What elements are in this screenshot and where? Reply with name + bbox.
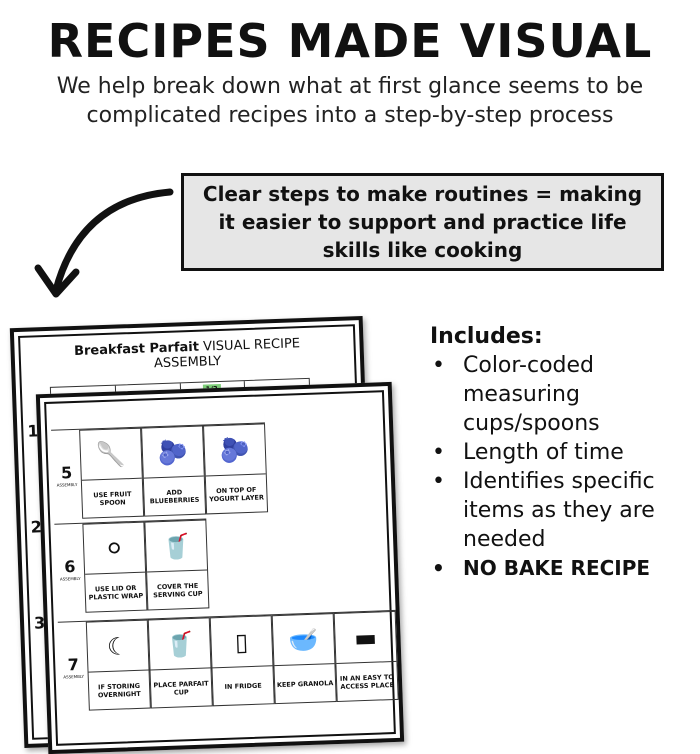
blueberries-icon: 🫐 xyxy=(142,426,204,479)
includes-item: Length of time xyxy=(430,438,680,467)
step-label: ASSEMBLY xyxy=(56,481,78,488)
recipe-step-cell: 🥣 KEEP GRANOLA xyxy=(271,613,337,705)
granola-icon: 🥣 xyxy=(272,614,335,667)
fridge-icon: ▯ xyxy=(210,616,273,669)
sheet-subtitle: ASSEMBLY xyxy=(153,353,222,372)
shelf-icon: ▬ xyxy=(334,611,397,664)
recipe-step-cell: ☾ IF STORING OVERNIGHT xyxy=(85,619,151,711)
recipe-step-cell: 🥤 PLACE PARFAIT CUP xyxy=(147,617,213,709)
subtitle: We help break down what at first glance … xyxy=(0,72,700,130)
recipe-step-cell: 🫐 ADD BLUEBERRIES xyxy=(141,425,207,517)
subtitle-line: complicated recipes into a step-by-step … xyxy=(86,103,614,128)
recipe-step-cell: 🥤 COVER THE SERVING CUP xyxy=(144,519,210,611)
spoon-icon: 🥄 xyxy=(80,428,142,481)
recipe-step-cell: 🫐 ON TOP OF YOGURT LAYER xyxy=(203,423,269,515)
subtitle-line: We help break down what at first glance … xyxy=(56,74,644,99)
lid-wrap-icon: ⚪ xyxy=(83,522,146,575)
recipe-step-cell: ⚪ USE LID OR PLASTIC WRAP xyxy=(82,521,148,613)
yogurt-icon: 🫐 xyxy=(204,424,266,477)
cup-icon: 🥤 xyxy=(148,618,211,671)
step-number-text: 6 xyxy=(63,556,76,576)
step-caption: ADD BLUEBERRIES xyxy=(149,487,200,505)
includes-heading: Includes: xyxy=(430,324,543,349)
step-caption: IF STORING OVERNIGHT xyxy=(97,681,141,699)
step-caption: COVER THE SERVING CUP xyxy=(153,581,203,599)
callout-line: skills like cooking xyxy=(322,238,523,262)
cup-icon: 🥤 xyxy=(145,520,208,573)
curved-arrow-icon xyxy=(34,188,174,298)
includes-item: NO BAKE RECIPE xyxy=(430,554,680,583)
callout-box: Clear steps to make routines = making it… xyxy=(181,173,664,271)
includes-item: Identifies specific items as they are ne… xyxy=(430,467,680,554)
step-caption: IN FRIDGE xyxy=(224,681,262,691)
includes-item: Color-coded measuring cups/spoons xyxy=(430,351,680,438)
recipe-step-cell: ▬ IN AN EASY TO ACCESS PLACE xyxy=(333,610,399,703)
recipe-step-cell: ▯ IN FRIDGE xyxy=(209,615,275,707)
page-title: RECIPES MADE VISUAL xyxy=(47,14,653,68)
step-number-text: 5 xyxy=(60,462,73,482)
recipe-step-cell: 🥄 USE FRUIT SPOON xyxy=(79,427,145,519)
moon-icon: ☾ xyxy=(86,620,149,673)
step-label: ASSEMBLY xyxy=(59,575,81,582)
callout-line: it easier to support and practice life xyxy=(218,210,627,234)
callout-line: Clear steps to make routines = making xyxy=(202,182,643,206)
step-caption: ON TOP OF YOGURT LAYER xyxy=(209,485,265,503)
includes-list: Includes: Color-coded measuring cups/spo… xyxy=(430,322,680,583)
sheet-title-rest: VISUAL RECIPE xyxy=(198,336,301,355)
step-label: ASSEMBLY xyxy=(63,673,85,680)
step-caption: PLACE PARFAIT CUP xyxy=(153,678,209,697)
step-number-text: 7 xyxy=(67,654,80,674)
step-caption: KEEP GRANOLA xyxy=(276,678,334,689)
step-caption: USE FRUIT SPOON xyxy=(93,489,132,507)
step-caption: IN AN EASY TO ACCESS PLACE xyxy=(339,672,395,691)
step-caption: USE LID OR PLASTIC WRAP xyxy=(88,583,144,602)
